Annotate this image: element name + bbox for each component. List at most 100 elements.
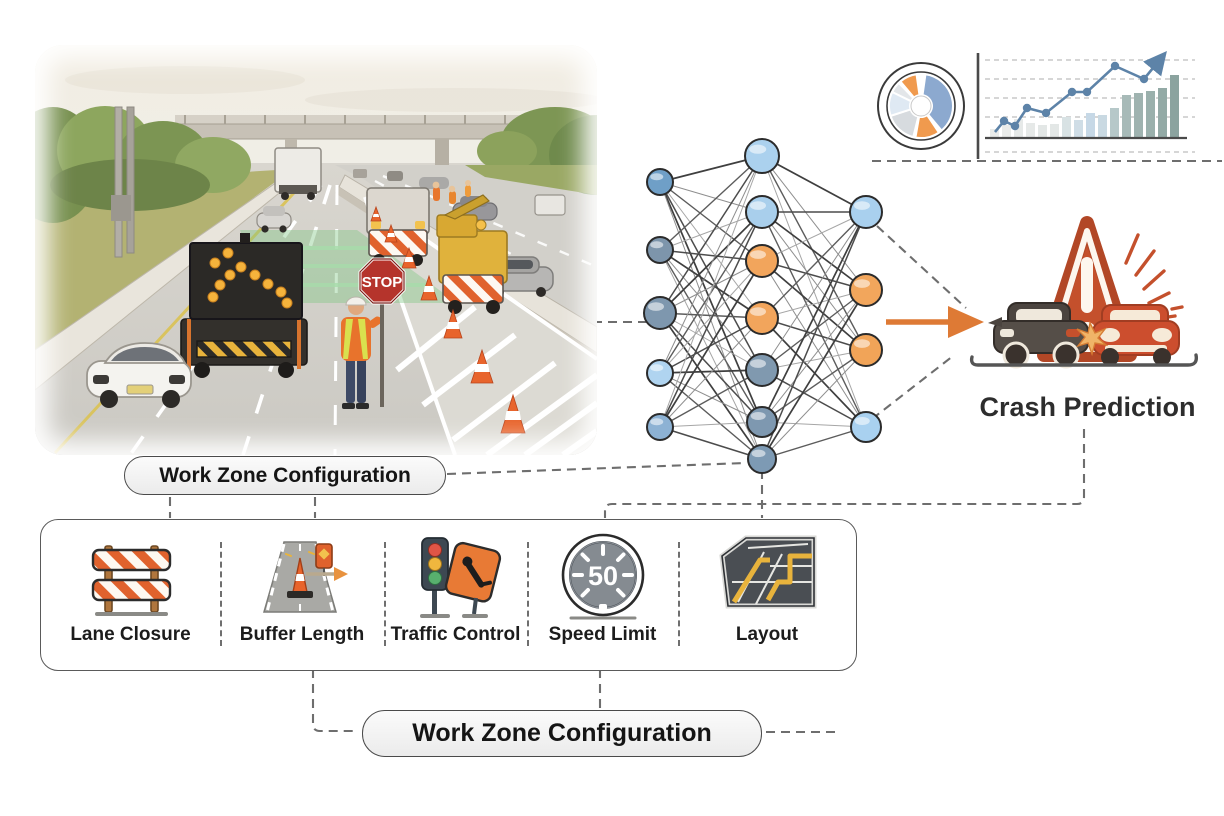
- network-edge: [761, 211, 867, 428]
- network-edge: [761, 155, 867, 291]
- network-edge: [659, 181, 763, 262]
- cloud: [65, 66, 305, 94]
- network-edge: [659, 249, 763, 423]
- trend-bar: [1050, 124, 1059, 138]
- network-edge: [761, 211, 867, 460]
- trend-bar: [1026, 123, 1035, 138]
- network-edge: [761, 260, 867, 428]
- white-sedan: [86, 342, 192, 408]
- trend-marker: [1010, 121, 1020, 131]
- trend-bar: [1002, 125, 1011, 138]
- network-edge: [761, 289, 867, 423]
- network-edge: [761, 317, 867, 428]
- panel-divider: [220, 542, 222, 646]
- network-edge: [659, 249, 763, 460]
- trend-bar: [1110, 108, 1119, 138]
- traffic-light-icon: [419, 537, 501, 618]
- donut-slice: [914, 113, 941, 139]
- network-node-output: [849, 195, 883, 229]
- network-node-input: [646, 359, 674, 387]
- factor-label: Layout: [735, 624, 799, 645]
- trend-marker: [1041, 108, 1051, 118]
- arrow-board-lights: [207, 247, 293, 309]
- road-workers: [432, 180, 471, 204]
- trend-bar: [1134, 93, 1143, 138]
- network-edge: [761, 211, 867, 351]
- network-edge: [659, 317, 763, 428]
- trend-marker: [1022, 103, 1032, 113]
- trend-bar: [1146, 91, 1155, 138]
- network-node-hidden: [745, 353, 779, 387]
- trend-bar: [1062, 117, 1071, 138]
- factor-speed-limit: 50 Speed Limit: [527, 520, 678, 670]
- network-edge: [659, 211, 763, 251]
- factor-label: Buffer Length: [239, 624, 365, 645]
- trend-bar: [1122, 95, 1131, 138]
- network-edge: [659, 181, 763, 213]
- connector-panel-to-bottom-pill-left: [311, 669, 356, 733]
- network-node-input: [646, 236, 674, 264]
- network-edge: [659, 312, 763, 319]
- cloud: [305, 88, 597, 112]
- network-edge: [659, 181, 763, 371]
- arrow-board: [180, 233, 308, 378]
- network-edge: [659, 211, 763, 314]
- stop-sign-text: STOP: [362, 274, 403, 291]
- trend-bar: [1014, 119, 1023, 138]
- panel-divider: [384, 542, 386, 646]
- network-edge: [659, 421, 763, 428]
- road-map-icon: [719, 535, 817, 609]
- network-edge: [761, 211, 867, 371]
- panel-divider: [527, 542, 529, 646]
- network-edge: [659, 260, 763, 374]
- network-node-hidden: [747, 444, 777, 474]
- flagger-worker: [341, 296, 382, 409]
- network-edge: [761, 211, 867, 423]
- trend-bar: [1098, 115, 1107, 138]
- silver-car: [256, 206, 292, 233]
- network-edge: [659, 312, 763, 423]
- trend-bar: [1074, 120, 1083, 138]
- network-edge: [761, 349, 867, 460]
- trend-marker: [1139, 74, 1149, 84]
- network-edge: [659, 155, 763, 251]
- impact-rays: [1124, 233, 1184, 319]
- trend-bar: [1158, 88, 1167, 138]
- prediction-arrow: [886, 306, 984, 338]
- trend-markers: [999, 61, 1149, 131]
- network-node-input: [646, 413, 674, 441]
- connector-node-to-crash-bottom: [871, 355, 954, 420]
- analytics-graphic: [877, 50, 1195, 159]
- donut-slice: [899, 73, 921, 99]
- factor-traffic-control: Traffic Control: [384, 520, 527, 670]
- trend-marker: [1082, 87, 1092, 97]
- trend-marker: [999, 116, 1009, 126]
- network-edge: [659, 211, 763, 428]
- barricade-icon: [91, 545, 171, 616]
- factor-lane-closure: Lane Closure: [41, 520, 220, 670]
- network-node-output: [849, 333, 883, 367]
- neural-network: [643, 138, 883, 474]
- connector-node-to-crash-top: [876, 225, 967, 309]
- network-edge: [659, 312, 763, 371]
- trend-bar: [1086, 113, 1095, 138]
- donut-slice: [921, 73, 954, 132]
- network-edge: [761, 289, 867, 319]
- trend-marker: [1110, 61, 1120, 71]
- network-edge: [761, 349, 867, 371]
- network-node-input: [643, 296, 677, 330]
- network-node-hidden: [745, 195, 779, 229]
- box-truck: [274, 147, 322, 200]
- network-edge: [761, 260, 867, 351]
- network-edge: [761, 369, 867, 428]
- speed-limit-value: 50: [587, 561, 617, 591]
- network-edge: [761, 260, 867, 291]
- work-zone-illustration: STOP: [35, 45, 597, 455]
- network-edge: [761, 211, 867, 291]
- network-edge: [761, 155, 867, 213]
- network-node-input: [646, 168, 674, 196]
- opposite-carriageway: [335, 165, 597, 340]
- trend-line: [993, 50, 1167, 133]
- crash-prediction-label: Crash Prediction: [979, 392, 1196, 422]
